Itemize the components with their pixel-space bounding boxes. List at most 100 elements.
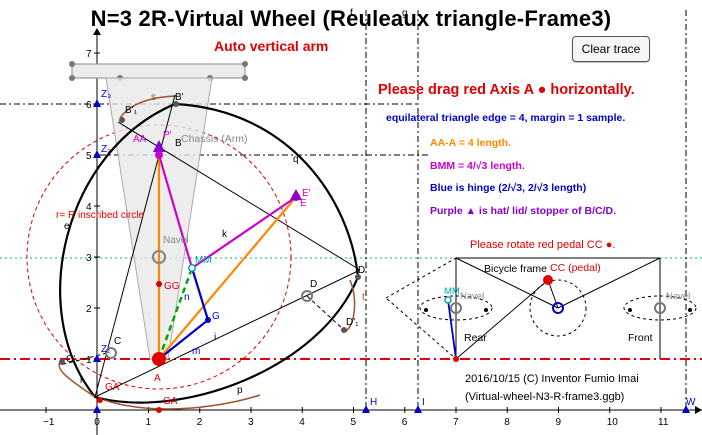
label-e: E [300, 198, 307, 209]
point-ga-prime [97, 397, 103, 403]
point-mm[interactable] [188, 264, 196, 272]
link-b-mm [157, 154, 194, 269]
point-b1 [119, 117, 125, 123]
label-ga: GA [163, 396, 178, 407]
hinge-note: Blue is hinge (2/√3, 2/√3 length) [430, 182, 587, 194]
x-tick-label: 6 [402, 417, 408, 428]
point-g[interactable] [205, 317, 211, 323]
label-mm: MM [195, 255, 212, 266]
y-tick-label: 4 [86, 202, 92, 213]
label-d: D [310, 279, 317, 290]
label-c: C [114, 336, 121, 347]
label-chassis: Chassis (Arm) [181, 133, 248, 145]
label-e-seg: e [64, 221, 70, 232]
point-d1 [341, 327, 347, 333]
label-p-prime: P' [163, 130, 172, 141]
point-c-prime [59, 359, 65, 365]
label-aa: AA [133, 134, 147, 145]
hinge-m [158, 319, 209, 360]
arc-l [58, 361, 96, 398]
label-t: t [362, 292, 365, 303]
y-tick-label: 3 [86, 253, 92, 264]
hat-note: Purple ▲ is hat/ lid/ stopper of B/C/D. [430, 205, 616, 217]
label-d1: D'₁ [346, 317, 359, 328]
hat-b [153, 140, 165, 152]
x-tick-label: 2 [197, 417, 203, 428]
label-mini-navel-rear: Navel [460, 291, 484, 302]
label-h: H [370, 397, 377, 408]
label-z1: Z₁ [101, 344, 111, 355]
d-dash [306, 295, 345, 331]
x-tick-label: 0 [94, 417, 100, 428]
y-tick-label: 6 [86, 100, 92, 111]
label-b1: B'₁ [125, 105, 138, 116]
x-tick-label: 9 [556, 417, 562, 428]
label-g-line: g [402, 8, 408, 19]
label-d-prime: D' [358, 265, 367, 276]
label-bicycle-frame: Bicycle frame [484, 263, 547, 275]
x-tick-label: 10 [607, 417, 619, 428]
label-b-prime: B' [175, 92, 184, 103]
label-ga-prime: GA' [105, 382, 121, 393]
label-w: W [686, 397, 696, 408]
axis-a-point[interactable] [152, 352, 166, 366]
link-mm-e [191, 196, 297, 269]
label-f: f [350, 8, 353, 19]
y-tick-label: 1 [86, 355, 92, 366]
h-marker [362, 405, 370, 413]
label-rear: Rear [464, 332, 487, 344]
label-p: p [237, 385, 243, 396]
arc-p [103, 394, 261, 410]
link-a-e [158, 196, 297, 360]
aa-length-note: AA-A = 4 length. [430, 137, 511, 149]
y-axis [93, 28, 101, 435]
label-m: m [192, 346, 200, 357]
x-tick-label: 4 [299, 417, 305, 428]
x-tick-label: 3 [248, 417, 254, 428]
reuleaux-frame [59, 102, 360, 404]
pedal-cc-point[interactable] [543, 275, 553, 285]
label-c-prime: C' [66, 354, 75, 365]
point-d-prime [355, 274, 361, 280]
c-dash [59, 352, 108, 366]
z1-marker [93, 354, 101, 362]
x-axis [0, 406, 702, 414]
point-d[interactable] [301, 290, 313, 302]
arc-t [344, 279, 356, 333]
label-s: s [151, 92, 156, 103]
x-tick-label: −1 [43, 417, 55, 428]
label-l: l [80, 375, 82, 386]
point-gg [156, 281, 162, 287]
edge-note: equilateral triangle edge = 4, margin = … [386, 112, 626, 124]
label-b: B [175, 138, 182, 149]
z2-marker [93, 150, 101, 158]
point-c[interactable] [105, 347, 117, 359]
z3-marker [93, 99, 101, 107]
x-tick-label: 1 [146, 417, 152, 428]
y-tick-label: 5 [86, 151, 92, 162]
bicycle-frame-diagram [385, 257, 697, 362]
label-front: Front [628, 332, 653, 344]
point-b[interactable] [155, 151, 163, 159]
hat-e [290, 189, 302, 200]
label-i-point: I [422, 397, 425, 408]
label-navel: Navel [163, 235, 189, 246]
green-dash [157, 267, 194, 360]
credit-line: 2016/10/15 (C) Inventor Fumio Imai [465, 373, 639, 385]
label-g: G [212, 311, 220, 322]
segment-e [94, 94, 176, 398]
clear-trace-button[interactable]: Clear trace [572, 36, 650, 62]
label-z2: Z₂ [101, 144, 111, 155]
y-tick-label: 2 [86, 304, 92, 315]
label-r-circle: r= R inscribed circle [56, 210, 145, 221]
origin-marker [93, 405, 101, 413]
label-q: q [293, 154, 299, 165]
inscribed-circle [26, 124, 292, 390]
arc-s [119, 95, 177, 119]
rotate-pedal-instruction: Please rotate red pedal CC ●. [470, 239, 616, 251]
bmm-length-note: BMM = 4/√3 length. [430, 160, 525, 172]
